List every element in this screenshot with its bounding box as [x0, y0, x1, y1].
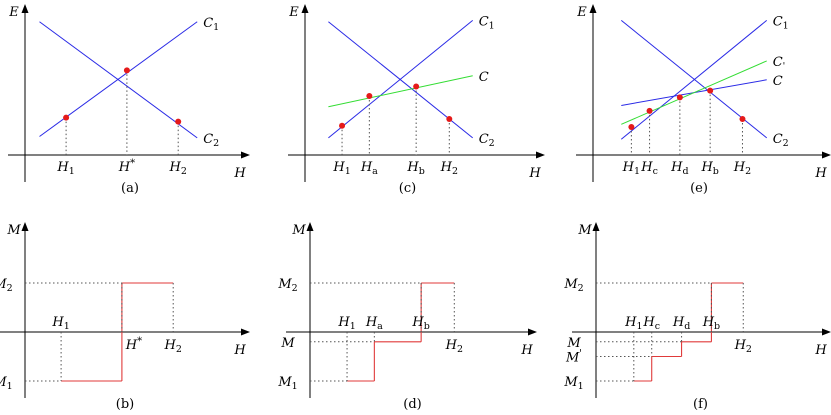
curve-label-a-0: C1: [203, 16, 219, 33]
y-axis-title-c: E: [288, 5, 299, 20]
tick-label-e-2: Hd: [670, 160, 688, 177]
crossing-point-e-3: [707, 87, 714, 94]
curve-label-c-0: C1: [479, 14, 495, 31]
y-axis-arrow-e: [589, 4, 597, 13]
crossing-point-e-2: [676, 94, 683, 101]
x-axis-title-b: H: [233, 343, 246, 358]
x-axis-arrow-f: [822, 328, 831, 336]
tick-label-b-2: H2: [164, 338, 182, 355]
tick-label-f-1: Hc: [642, 315, 660, 332]
y-axis-arrow-f: [592, 222, 600, 231]
level-label-f-3: M1: [563, 375, 583, 392]
crossing-point-a-0: [63, 114, 70, 121]
x-axis-title-a: H: [233, 166, 246, 181]
y-axis-arrow-c: [301, 4, 309, 13]
crossing-point-e-0: [628, 124, 635, 131]
panel-caption-e: (e): [690, 181, 708, 196]
level-label-f-0: M2: [563, 277, 583, 294]
y-axis-title-a: E: [8, 5, 19, 20]
crossing-point-c-1: [366, 93, 373, 99]
curve-label-e-0: C1: [773, 14, 789, 31]
tick-label-f-3: Hb: [702, 315, 720, 332]
level-label-b-1: M1: [0, 375, 13, 392]
y-axis-arrow-d: [306, 222, 314, 231]
curve-e-0: [620, 20, 768, 140]
panel-caption-d: (d): [403, 397, 421, 410]
tick-label-d-0: H1: [337, 315, 355, 332]
x-axis-arrow-b: [241, 328, 250, 336]
y-axis-title-f: M: [577, 223, 592, 238]
tick-label-e-1: Hc: [640, 160, 658, 177]
crossing-point-c-3: [446, 115, 453, 122]
tick-label-f-4: H2: [734, 338, 752, 355]
level-label-f-1: M: [566, 336, 581, 351]
y-axis-title-e: E: [576, 5, 587, 20]
y-axis-title-b: M: [6, 223, 21, 238]
tick-label-d-2: Hb: [411, 315, 429, 332]
tick-label-c-1: Ha: [360, 160, 378, 177]
tick-label-d-3: H2: [445, 338, 463, 355]
crossing-point-e-1: [646, 107, 653, 114]
x-axis-title-c: H: [528, 166, 541, 181]
tick-label-c-3: H2: [440, 160, 458, 177]
x-axis-arrow-e: [822, 151, 831, 159]
curve-label-e-2: C: [773, 74, 783, 89]
curve-label-c-2: C: [479, 70, 489, 85]
level-label-d-2: M1: [277, 375, 297, 392]
panel-caption-c: (c): [399, 181, 416, 196]
y-axis-arrow-a: [21, 4, 29, 13]
tick-label-e-3: Hb: [700, 160, 718, 177]
tick-label-f-2: Hd: [672, 315, 690, 332]
x-axis-title-d: H: [520, 343, 533, 358]
tick-label-a-0: H1: [56, 160, 74, 177]
curve-label-a-1: C2: [203, 132, 219, 149]
tick-label-a-2: H2: [169, 160, 187, 177]
crossing-point-c-2: [413, 83, 420, 90]
x-axis-arrow-a: [241, 151, 250, 159]
crossing-point-a-2: [175, 118, 182, 125]
curve-label-e-1: C2: [773, 132, 789, 149]
tick-label-b-0: H1: [51, 315, 69, 332]
x-axis-title-f: H: [814, 343, 827, 358]
tick-label-c-2: Hb: [406, 160, 424, 177]
panel-caption-a: (a): [121, 181, 139, 196]
tick-label-c-0: H1: [332, 160, 350, 177]
x-axis-arrow-c: [536, 151, 545, 159]
tick-label-b-1: H*: [125, 336, 142, 353]
tick-label-a-1: H*: [118, 158, 135, 175]
curve-a-1: [39, 21, 198, 139]
y-axis-arrow-b: [21, 222, 29, 231]
level-label-b-0: M2: [0, 277, 13, 294]
tick-label-e-4: H2: [733, 160, 751, 177]
level-label-d-1: M: [280, 336, 295, 351]
panel-caption-f: (f): [693, 397, 708, 410]
y-axis-title-d: M: [291, 223, 306, 238]
crossing-point-e-4: [739, 115, 746, 122]
curve-label-e-3: C': [773, 55, 786, 72]
level-label-d-0: M2: [277, 277, 297, 294]
x-axis-title-e: H: [814, 166, 827, 181]
crossing-point-c-0: [339, 122, 346, 129]
tick-label-d-1: Ha: [365, 315, 383, 332]
level-label-f-2: M': [565, 349, 582, 366]
x-axis-arrow-d: [528, 328, 537, 336]
curve-e-3: [621, 60, 767, 125]
curve-c-2: [328, 75, 473, 108]
panel-caption-b: (b): [116, 397, 134, 410]
curve-label-c-1: C2: [479, 132, 495, 149]
curve-c-0: [328, 20, 474, 139]
tick-label-e-0: H1: [622, 160, 640, 177]
tick-label-f-0: H1: [624, 315, 642, 332]
crossing-point-a-1: [123, 67, 130, 74]
